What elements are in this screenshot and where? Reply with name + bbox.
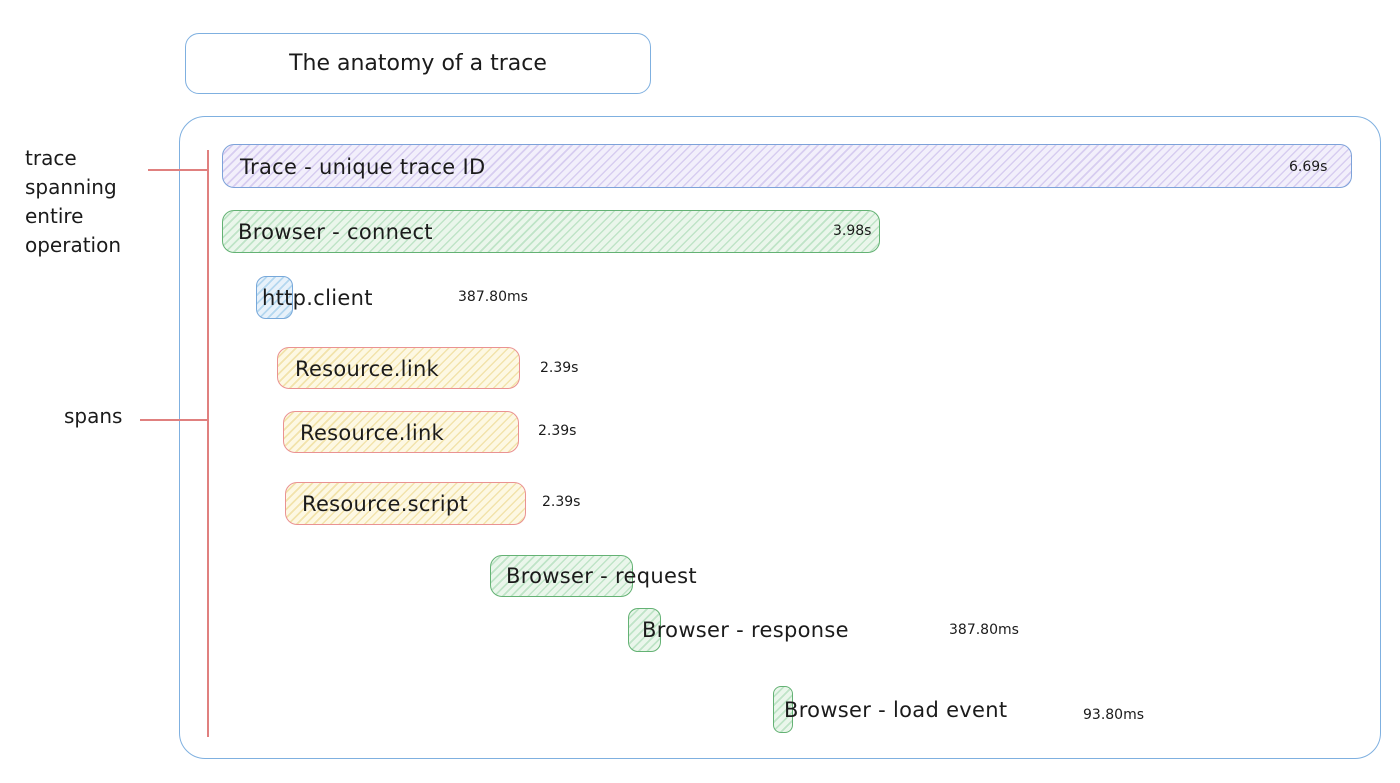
trace-pointer-line	[148, 169, 209, 171]
span-duration-resource-script: 2.39s	[542, 494, 581, 510]
span-label-resource-link-2: Resource.link	[300, 421, 445, 445]
diagram-title: The anatomy of a trace	[289, 51, 547, 76]
trace-annotation-line: operation	[25, 233, 122, 257]
span-label-resource-link-1: Resource.link	[295, 357, 440, 381]
span-label-browser-connect: Browser - connect	[238, 220, 433, 244]
span-bar-resource-link-2	[283, 411, 519, 453]
span-duration-resource-link-1: 2.39s	[540, 360, 579, 376]
trace-annotation-line: trace	[25, 146, 77, 170]
span-duration-http-client: 387.80ms	[458, 289, 528, 305]
span-bar-browser-connect	[222, 210, 880, 253]
span-bar-browser-load-event	[773, 686, 793, 733]
spans-pointer-line	[140, 419, 209, 421]
trace-annotation-line: entire	[25, 204, 84, 228]
span-duration-browser-response: 387.80ms	[949, 622, 1019, 638]
trace-annotation-line: spanning	[25, 175, 117, 199]
trace-annotation: trace spanning entire operation	[25, 144, 121, 260]
span-duration-resource-link-2: 2.39s	[538, 423, 577, 439]
span-bar-resource-link-1	[277, 347, 520, 389]
span-bar-resource-script	[285, 482, 526, 525]
trace-container-outline	[179, 116, 1381, 759]
span-duration-browser-load-event: 93.80ms	[1083, 707, 1145, 723]
span-bar-http-client	[256, 276, 293, 319]
span-label-trace-root: Trace - unique trace ID	[240, 155, 486, 179]
span-label-browser-load-event: Browser - load event	[784, 698, 1008, 722]
span-bar-browser-request	[490, 555, 633, 597]
span-label-http-client: http.client	[262, 286, 373, 310]
span-bar-browser-response	[628, 608, 661, 652]
title-box: The anatomy of a trace	[185, 33, 651, 94]
span-duration-browser-connect: 3.98s	[833, 223, 872, 239]
span-duration-trace-root: 6.69s	[1289, 159, 1328, 175]
span-label-browser-request: Browser - request	[506, 564, 697, 588]
spans-bracket-line	[207, 150, 209, 737]
span-bar-trace-root	[222, 144, 1352, 188]
span-label-browser-response: Browser - response	[642, 618, 849, 642]
span-label-resource-script: Resource.script	[302, 492, 468, 516]
spans-annotation: spans	[64, 404, 123, 428]
